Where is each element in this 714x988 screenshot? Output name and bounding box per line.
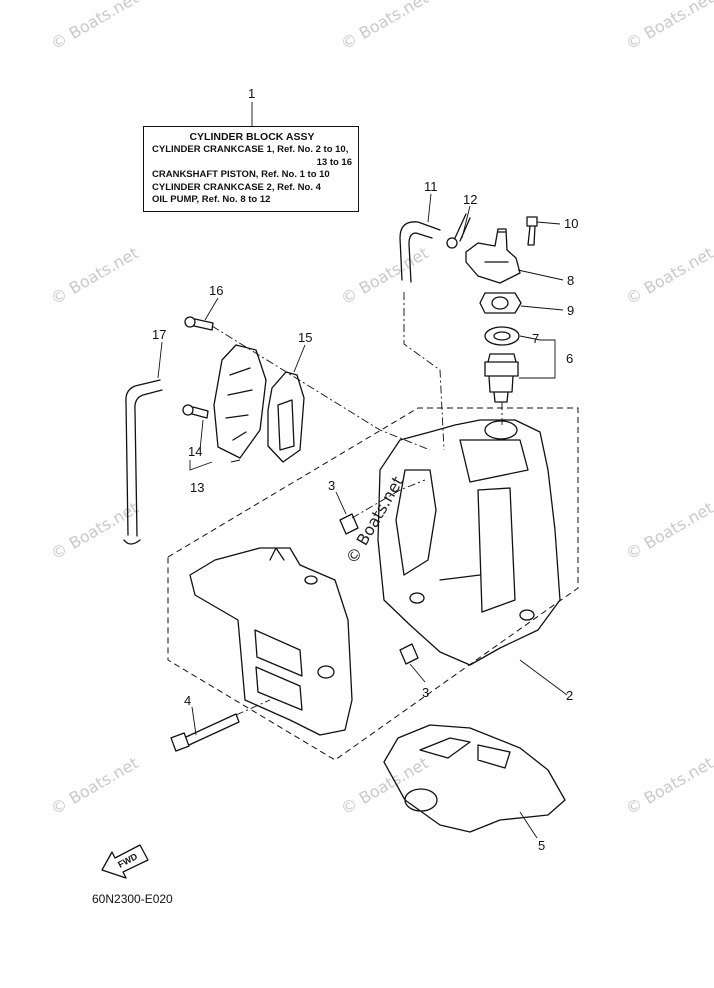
cylinder-crankcase-1 [189, 547, 353, 736]
callout-4: 4 [184, 693, 191, 708]
callout-16: 16 [209, 283, 223, 298]
callout-12: 12 [463, 192, 477, 207]
watermark-layer: © Boats.net © Boats.net © Boats.net © Bo… [48, 0, 714, 818]
legend-line: CRANKSHAFT PISTON, Ref. No. 1 to 10 [152, 169, 330, 181]
callout-14: 14 [188, 444, 202, 459]
thermostat-6 [484, 353, 519, 403]
callout-2: 2 [566, 688, 573, 703]
watermark: © Boats.net [623, 753, 714, 818]
callout-13: 13 [190, 480, 204, 495]
gasket-15 [267, 371, 305, 463]
callout-8: 8 [567, 273, 574, 288]
fwd-label: FWD [116, 851, 139, 870]
callout-17: 17 [152, 327, 166, 342]
hose-17 [123, 379, 163, 545]
legend-title: CYLINDER BLOCK ASSY [189, 131, 315, 143]
cylinder-crankcase-2 [377, 419, 561, 666]
legend-line: CYLINDER CRANKCASE 1, Ref. No. 2 to 10, [152, 144, 349, 156]
bolt-10 [526, 216, 538, 246]
cover-13 [213, 344, 267, 459]
fwd-indicator: FWD [116, 851, 139, 870]
ring-7 [484, 326, 520, 346]
legend-line: 13 to 16 [316, 156, 352, 168]
callout-11: 11 [424, 179, 438, 194]
bolt-12 [446, 213, 471, 249]
bolt-16 [184, 316, 214, 331]
legend-line: OIL PUMP, Ref. No. 8 to 12 [152, 194, 271, 206]
assembly-boundary [167, 407, 579, 761]
leader-lines [157, 102, 568, 839]
watermark: © Boats.net [48, 0, 142, 53]
callout-7: 7 [532, 331, 539, 346]
watermark: © Boats.net [48, 753, 142, 818]
watermark: © Boats.net [48, 243, 142, 308]
bolt-4 [170, 713, 240, 752]
watermark-center: © Boats.net [342, 473, 407, 567]
callout-10: 10 [564, 216, 578, 231]
callout-15: 15 [298, 330, 312, 345]
dowel-pin-3-lower [399, 643, 419, 665]
dowel-pin-3-upper [339, 513, 359, 535]
gasket-9 [479, 292, 522, 314]
callout-1: 1 [248, 86, 255, 101]
diagram-code: 60N2300-E020 [92, 892, 173, 906]
watermark: © Boats.net [338, 0, 432, 53]
oil-pump-cover-8 [465, 228, 521, 284]
callout-5: 5 [538, 838, 545, 853]
callout-9: 9 [567, 303, 574, 318]
watermark: © Boats.net [623, 243, 714, 308]
legend-line: CYLINDER CRANKCASE 2, Ref. No. 4 [152, 181, 321, 193]
callout-3-lower: 3 [422, 685, 429, 700]
watermark: © Boats.net [338, 243, 432, 308]
bolt-14 [182, 404, 209, 419]
watermark: © Boats.net [623, 0, 714, 53]
watermark: © Boats.net [623, 498, 714, 563]
callout-labels: 1 2 3 3 4 5 6 7 8 9 10 11 12 13 14 15 16… [152, 86, 578, 853]
hose-11 [399, 221, 441, 283]
parts-legend: CYLINDER BLOCK ASSY CYLINDER CRANKCASE 1… [143, 126, 359, 212]
fwd-arrow-shape [101, 844, 149, 879]
callout-3-upper: 3 [328, 478, 335, 493]
gasket-5 [383, 724, 566, 833]
callout-6: 6 [566, 351, 573, 366]
